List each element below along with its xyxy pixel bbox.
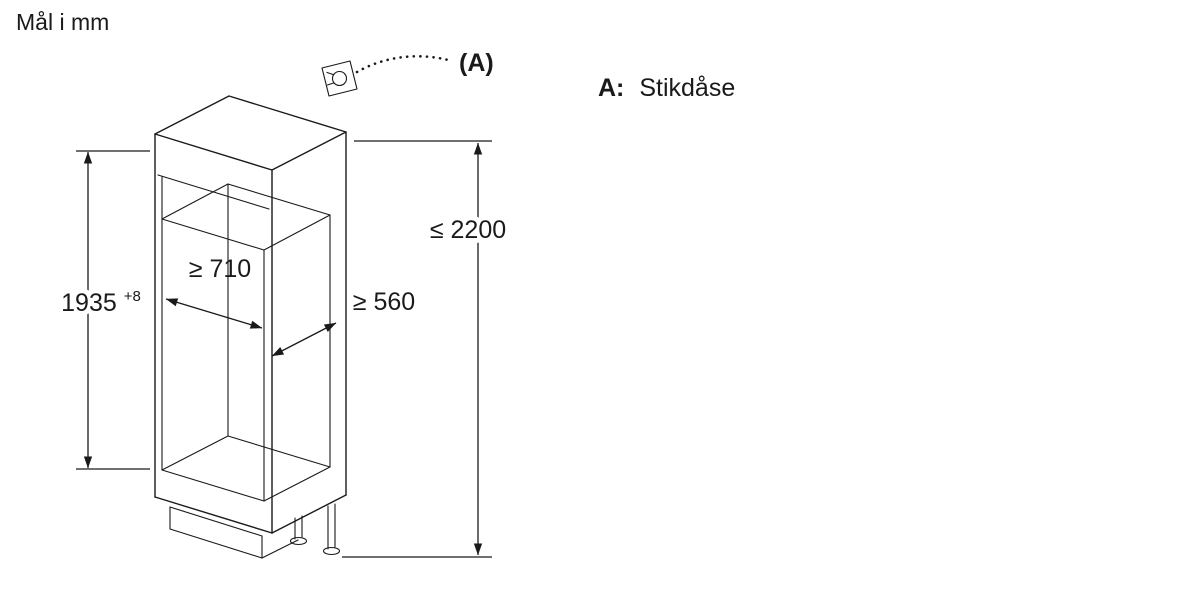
legend-key: A: [598, 74, 624, 102]
dimension-inner-width-label: ≥ 710 [189, 255, 251, 283]
dimension-max-height-label: ≤ 2200 [430, 216, 506, 244]
legend-value: Stikdåse [639, 74, 735, 102]
callout-label: (A) [459, 49, 494, 77]
dimension-max-height: ≤ 2200 [342, 140, 511, 558]
dimension-inner-depth: ≥ 560 [271, 288, 415, 357]
adjustable-feet [289, 503, 341, 556]
page-title: Mål i mm [16, 9, 109, 35]
dimension-inner-width: ≥ 710 [165, 255, 263, 329]
cabinet-outline [154, 95, 347, 534]
niche-interior [161, 183, 331, 502]
plinth [169, 506, 299, 559]
dimension-inner-depth-label: ≥ 560 [353, 288, 415, 316]
callout-leader-dotted-line [355, 54, 454, 74]
dimension-inner-height-label: 1935 +8 [61, 288, 141, 317]
socket-symbol [321, 60, 358, 97]
dimension-inner-height: 1935 +8 [56, 150, 150, 470]
legend-socket: A: Stikdåse [598, 74, 735, 102]
niche-opening [157, 174, 270, 502]
